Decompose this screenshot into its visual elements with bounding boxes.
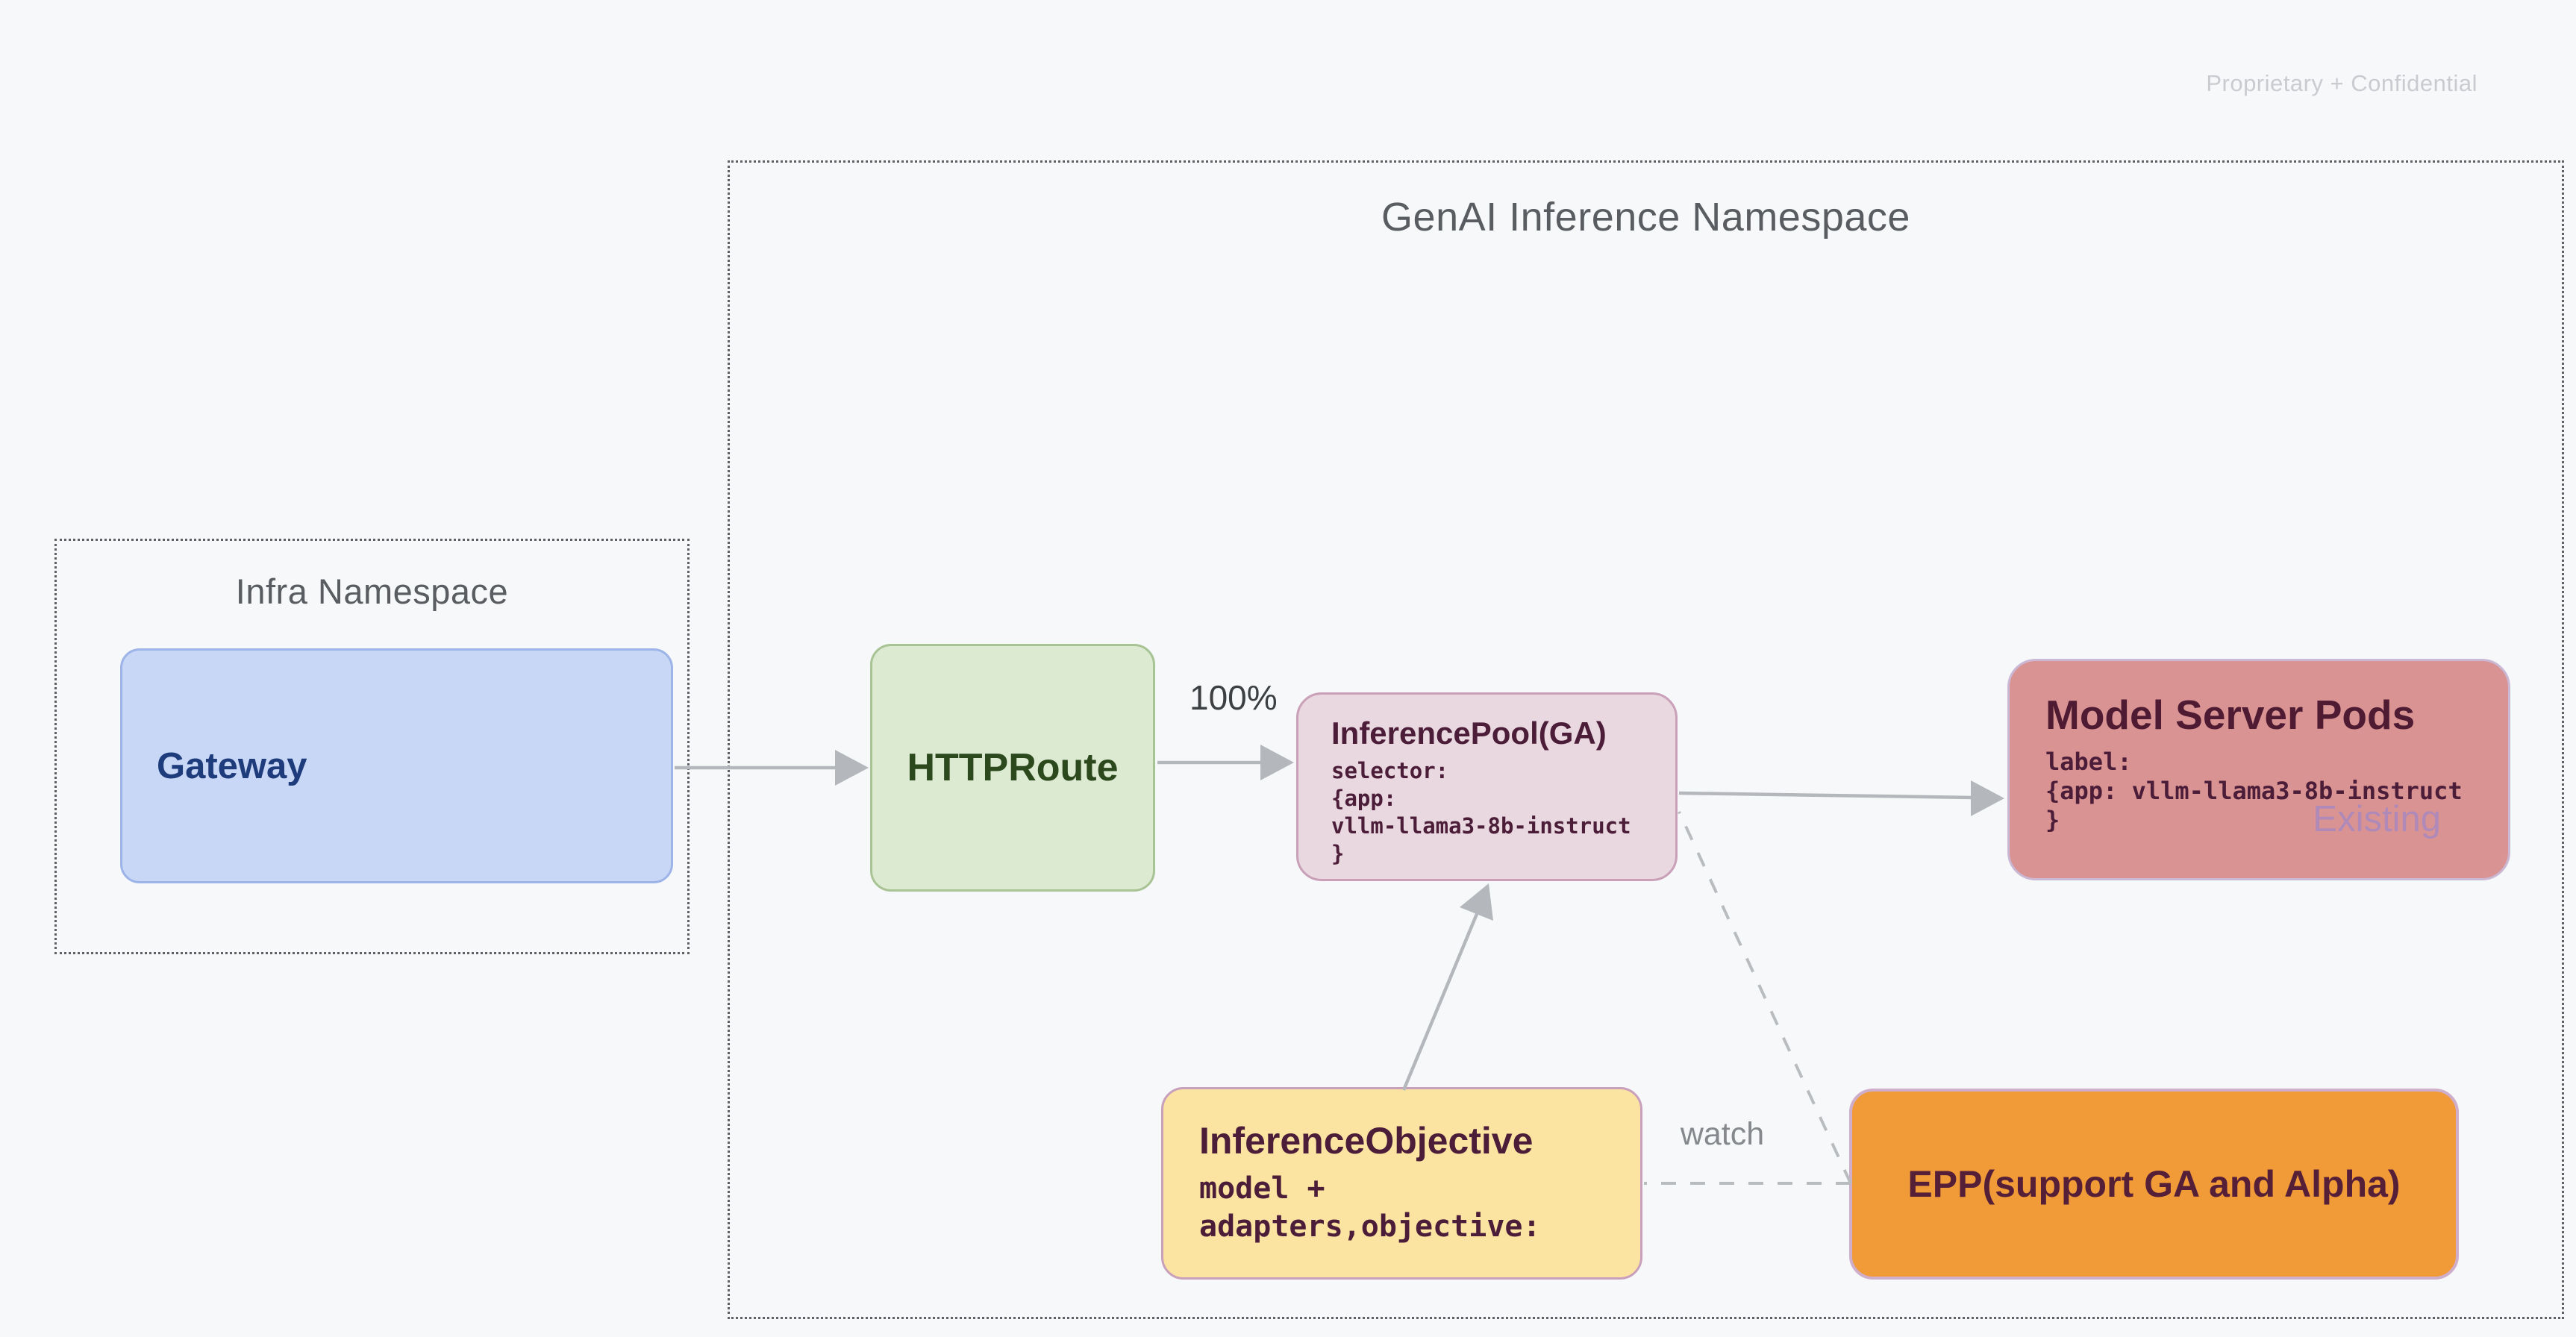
model-server-pods-node: Model Server Pods label: {app: vllm-llam… <box>2007 659 2510 880</box>
httproute-label: HTTPRoute <box>907 746 1119 789</box>
confidential-note: Proprietary + Confidential <box>2206 70 2477 96</box>
code-line: adapters,objective: <box>1199 1209 1541 1244</box>
epp-node: EPP(support GA and Alpha) <box>1849 1089 2459 1280</box>
genai-namespace-title: GenAI Inference Namespace <box>1381 195 1910 239</box>
code-line: vllm-llama3-8b-instruct <box>1331 813 1631 839</box>
infra-namespace-title: Infra Namespace <box>235 572 509 611</box>
code-line: } <box>2045 806 2060 834</box>
existing-status-badge: Existing <box>2313 799 2441 839</box>
model-server-pods-title: Model Server Pods <box>2045 692 2416 738</box>
code-line: } <box>1331 841 1345 866</box>
inference-objective-code: model + adapters,objective: <box>1199 1170 1640 1246</box>
gateway-label: Gateway <box>157 745 307 786</box>
genai-namespace-box: GenAI Inference Namespace <box>728 160 2564 1319</box>
inference-pool-selector-code: selector: {app: vllm-llama3-8b-instruct … <box>1331 757 1675 868</box>
inference-objective-node: InferenceObjective model + adapters,obje… <box>1161 1087 1642 1280</box>
code-line: model + <box>1199 1171 1325 1206</box>
route-weight-label: 100% <box>1189 678 1278 717</box>
inference-objective-title: InferenceObjective <box>1199 1120 1534 1162</box>
inference-pool-node: InferencePool(GA) selector: {app: vllm-l… <box>1296 692 1678 881</box>
code-line: {app: <box>1331 786 1397 811</box>
code-line: label: <box>2045 748 2132 776</box>
infra-namespace-box: Infra Namespace <box>54 539 690 954</box>
watch-edge-label: watch <box>1680 1116 1765 1152</box>
model-server-pods-label-code: label: {app: vllm-llama3-8b-instruct } <box>2045 748 2508 835</box>
inference-pool-title: InferencePool(GA) <box>1331 716 1607 751</box>
httproute-node: HTTPRoute <box>870 644 1155 892</box>
epp-label: EPP(support GA and Alpha) <box>1907 1163 2401 1205</box>
code-line: selector: <box>1331 758 1449 783</box>
code-line: {app: vllm-llama3-8b-instruct <box>2045 777 2463 805</box>
gateway-node: Gateway <box>120 648 673 883</box>
